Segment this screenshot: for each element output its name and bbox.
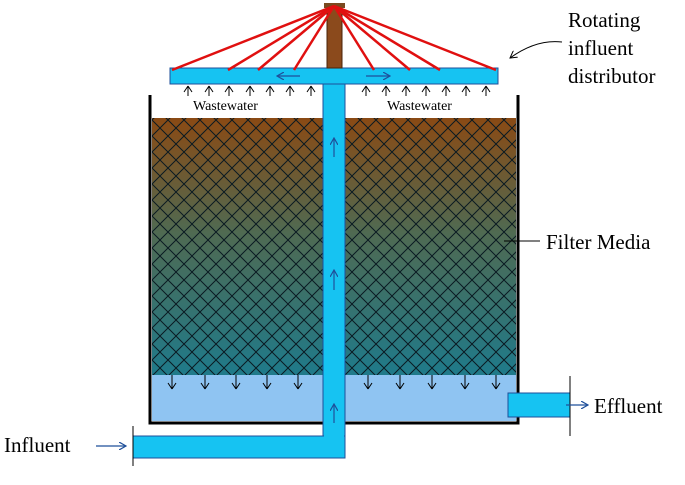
effluent-label: Effluent [594,394,663,418]
underdrain-drip-arrows [167,375,501,390]
spray-arrows [183,85,491,96]
influent-pipe [132,435,346,459]
filter-media-label: Filter Media [546,230,651,254]
distributor-label-line3: distributor [568,64,656,88]
distributor-label-line2: influent [568,36,633,60]
influent-pipe-joint [324,430,344,440]
central-riser-pipe [322,75,346,437]
influent-label: Influent [4,433,71,457]
wastewater-label-left: Wastewater [193,99,258,114]
distributor-label-line1: Rotating [568,8,641,32]
wastewater-label-right: Wastewater [387,99,452,114]
support-wires [171,4,497,72]
effluent-pipe [507,392,571,418]
distributor-arm [169,67,499,85]
distributor-pointer [510,41,563,58]
